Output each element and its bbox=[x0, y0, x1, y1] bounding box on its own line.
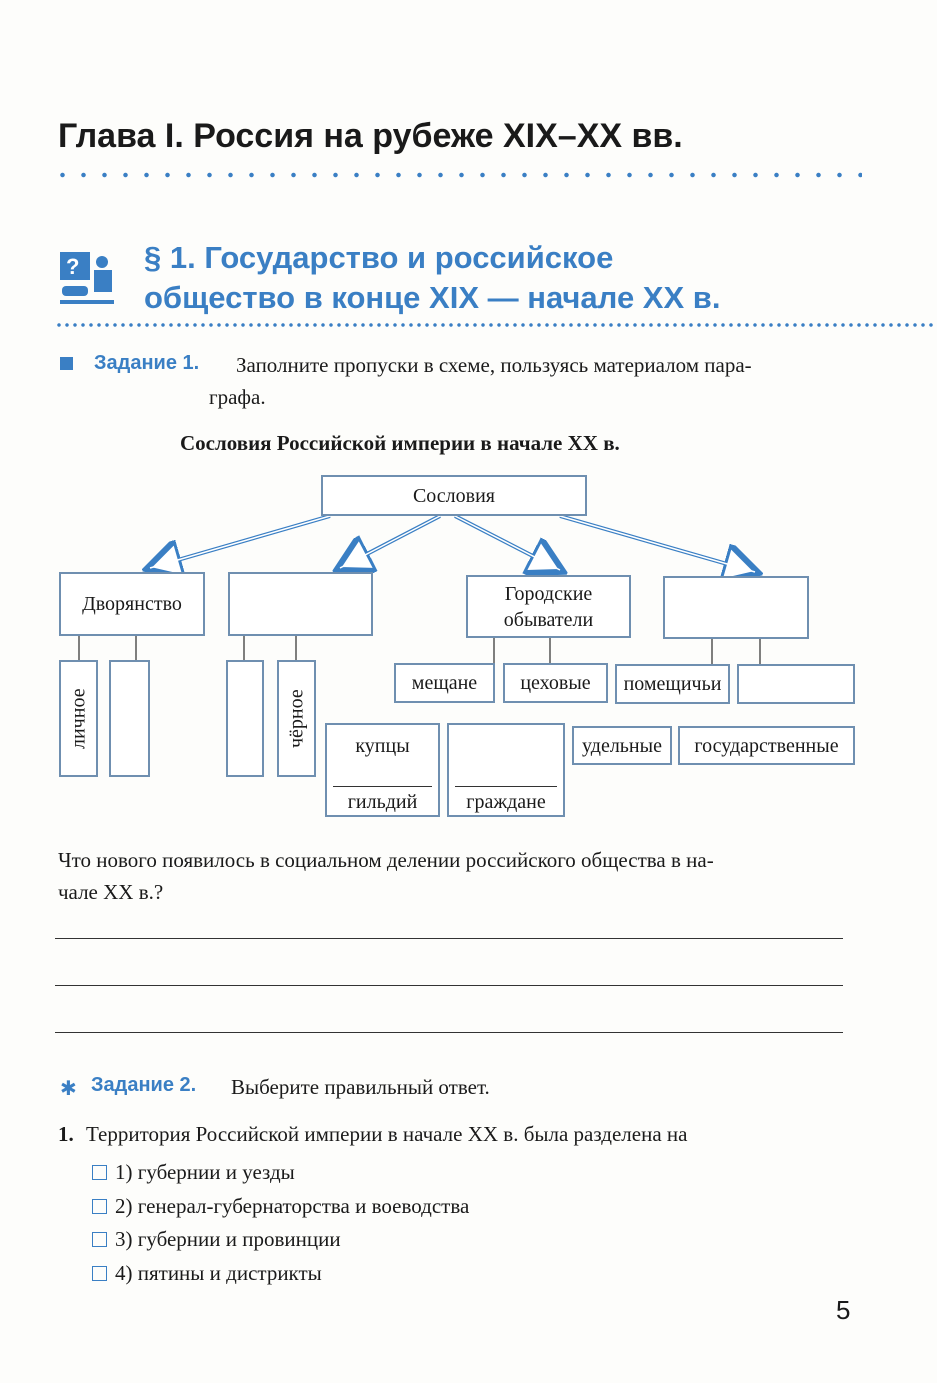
q1-number: 1. bbox=[58, 1122, 74, 1146]
box-state: государственные bbox=[678, 726, 855, 765]
q1-text: Территория Российской империи в начале X… bbox=[86, 1122, 688, 1146]
task1-text: Заполните пропуски в схеме, пользуясь ма… bbox=[236, 353, 752, 377]
answer-line[interactable] bbox=[55, 985, 843, 986]
checkbox[interactable] bbox=[92, 1232, 107, 1247]
task1-text-cont: графа. bbox=[209, 385, 266, 409]
answer-line[interactable] bbox=[55, 1032, 843, 1033]
option-4[interactable]: 4) пятины и дистрикты bbox=[92, 1261, 322, 1286]
dotted-divider bbox=[52, 172, 862, 178]
option-label: 3) губернии и провинции bbox=[115, 1227, 341, 1251]
page-number: 5 bbox=[836, 1295, 851, 1325]
box-guild: цеховые bbox=[503, 663, 608, 703]
section-title-line1: § 1. Государство и российское bbox=[144, 240, 614, 275]
question-text: Что нового появилось в социальном делени… bbox=[58, 848, 714, 872]
box-townsfolk: мещане bbox=[394, 663, 495, 703]
task2-text: Выберите правильный ответ. bbox=[231, 1075, 490, 1099]
citizens-bottom: граждане bbox=[466, 791, 546, 813]
box-nobility: Дворянство bbox=[59, 572, 205, 636]
dotted-divider bbox=[55, 323, 937, 327]
box-personal: личное bbox=[59, 660, 98, 777]
citizens-blank[interactable] bbox=[449, 733, 563, 759]
checkbox[interactable] bbox=[92, 1199, 107, 1214]
option-label: 2) генерал-губернаторства и воеводства bbox=[115, 1194, 470, 1218]
box-blank[interactable] bbox=[737, 664, 855, 704]
section-title-line2: общество в конце XIX — начале XX в. bbox=[144, 280, 721, 315]
box-citizens: граждане bbox=[447, 723, 565, 817]
box-blank[interactable] bbox=[109, 660, 150, 777]
asterisk-icon: ✱ bbox=[60, 1078, 77, 1100]
option-label: 1) губернии и уезды bbox=[115, 1160, 295, 1184]
task1-label: Задание 1. bbox=[94, 352, 200, 374]
box-urban: Городские обыватели bbox=[466, 575, 631, 638]
checkbox[interactable] bbox=[92, 1165, 107, 1180]
answer-line[interactable] bbox=[55, 938, 843, 939]
box-blank[interactable] bbox=[226, 660, 264, 777]
bullet-square-icon bbox=[60, 357, 73, 370]
option-1[interactable]: 1) губернии и уезды bbox=[92, 1160, 295, 1185]
question-text-cont: чале XX в.? bbox=[58, 880, 164, 904]
box-appanage: удельные bbox=[572, 726, 672, 765]
merchants-bottom: гильдий bbox=[347, 791, 418, 813]
box-blank-estate[interactable] bbox=[228, 572, 373, 636]
box-landlord: помещичьи bbox=[615, 664, 730, 704]
box-root: Сословия bbox=[321, 475, 587, 516]
box-black: чёрное bbox=[277, 660, 316, 777]
checkbox[interactable] bbox=[92, 1266, 107, 1281]
chapter-title: Глава I. Россия на рубеже XIX–XX вв. bbox=[58, 117, 683, 155]
option-3[interactable]: 3) губернии и провинции bbox=[92, 1227, 341, 1252]
box-merchants: купцы гильдий bbox=[325, 723, 440, 817]
box-blank-estate[interactable] bbox=[663, 576, 809, 639]
diagram-title: Сословия Российской империи в начале XX … bbox=[180, 431, 620, 455]
svg-text:?: ? bbox=[66, 254, 79, 279]
option-2[interactable]: 2) генерал-губернаторства и воеводства bbox=[92, 1194, 469, 1219]
task2-label: Задание 2. bbox=[91, 1074, 197, 1096]
section-icon: ? bbox=[58, 250, 116, 308]
merchants-top: купцы bbox=[355, 735, 410, 757]
option-label: 4) пятины и дистрикты bbox=[115, 1261, 322, 1285]
